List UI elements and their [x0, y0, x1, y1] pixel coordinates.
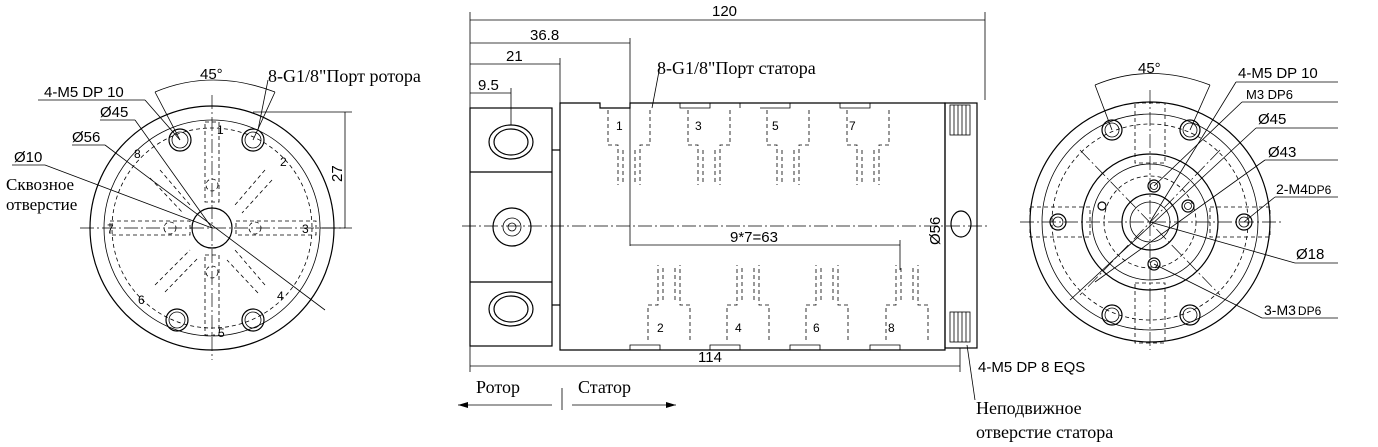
right-angle-arc — [1094, 73, 1211, 86]
stator-port-number: 8 — [888, 321, 895, 335]
right-m3-hole — [1181, 199, 1195, 213]
pitch-label: 9*7=63 — [730, 229, 778, 246]
stator-fixing-thread — [949, 104, 971, 343]
left-bolt-hole — [165, 308, 189, 332]
right-dia43-label: Ø43 — [1268, 144, 1296, 161]
stator-port-number: 5 — [772, 119, 779, 133]
right-angle-label: 45° — [1138, 60, 1161, 77]
stator-port-number: 2 — [657, 321, 664, 335]
dim-36-8-label: 36.8 — [530, 27, 559, 44]
side-view: 120 36.8 21 9.5 8-G1/8"Порт статора 9*7=… — [458, 3, 1113, 442]
dim-9-5-label: 9.5 — [478, 77, 499, 94]
stator-port-number: 1 — [616, 119, 623, 133]
right-bolt-hole-label: 4-M5 DP 10 — [1238, 65, 1318, 82]
left-bolt-hole-label: 4-M5 DP 10 — [44, 84, 124, 101]
stator-port-label: 8-G1/8"Порт статора — [657, 58, 816, 78]
left-dia10-label: Ø10 — [14, 149, 42, 166]
left-port-number: 6 — [138, 293, 145, 307]
left-port-number: 3 — [302, 222, 309, 236]
rotor-port-label: 8-G1/8"Порт ротора — [268, 66, 421, 86]
left-angle-arc — [154, 79, 276, 93]
left-angle-label: 45° — [200, 66, 223, 83]
dim-21-label: 21 — [506, 48, 523, 65]
fixing-note-line1: Неподвижное — [976, 398, 1082, 418]
right-bolt-hole — [1101, 119, 1123, 141]
right-dia18-label: Ø18 — [1296, 246, 1324, 263]
right-m3-hole — [1097, 201, 1107, 211]
stator-bottom-port-channels — [647, 265, 929, 340]
stator-label: Статор — [578, 377, 631, 397]
right-m4-holes-prefix: 2-M4 — [1276, 181, 1308, 197]
right-m3-hole — [1147, 179, 1161, 193]
left-dim-27-label: 27 — [329, 165, 346, 182]
rotor-port-hole — [488, 291, 534, 327]
right-bolt-hole — [1101, 304, 1123, 326]
right-m4-holes-label: 2-M4DP6 — [1276, 181, 1332, 197]
stator-body — [559, 102, 946, 351]
left-port-number: 5 — [218, 326, 225, 340]
rotor-label: Ротор — [476, 377, 520, 397]
stator-port-number: 4 — [735, 321, 742, 335]
left-bolt-hole — [241, 308, 265, 332]
fixing-holes-label: 4-M5 DP 8 EQS — [978, 359, 1085, 376]
rotor-port-hole — [488, 124, 534, 160]
dim-114-label: 114 — [698, 349, 722, 366]
left-port-number: 8 — [134, 147, 141, 161]
rotor-center-port — [492, 207, 532, 247]
stator-end-cap — [944, 102, 978, 349]
fixing-note-line2: отверстие статора — [976, 422, 1113, 442]
left-bolt-hole — [168, 128, 192, 152]
left-bolt-hole — [241, 128, 265, 152]
right-end-view: 45° 4-M5 DP 10 M3 DP6 Ø45 Ø43 2-M4DP6 Ø1… — [1020, 60, 1338, 350]
left-port-number: 4 — [277, 289, 284, 303]
dim-120-label: 120 — [712, 3, 737, 20]
dim-dia56-label: Ø56 — [927, 217, 944, 245]
left-port-channels — [109, 121, 317, 336]
right-m3-holes-prefix: 3-M3 — [1264, 302, 1296, 318]
right-dia45-label: Ø45 — [1258, 111, 1286, 128]
right-bolt-hole — [1179, 304, 1201, 326]
left-port-number: 2 — [280, 155, 287, 169]
left-dia56-label: Ø56 — [72, 129, 100, 146]
right-m3-holes-suffix: DP6 — [1298, 304, 1322, 318]
right-m4-hole — [1049, 213, 1067, 231]
right-m3-dp6-label: M3 DP6 — [1246, 87, 1293, 102]
left-dia45-label: Ø45 — [100, 104, 128, 121]
right-m4-hole — [1235, 213, 1253, 231]
stator-port-number: 7 — [849, 119, 856, 133]
stator-port-number: 3 — [695, 119, 702, 133]
left-port-number: 1 — [217, 123, 224, 137]
rotor-block — [469, 107, 553, 347]
left-port-number: 7 — [107, 222, 114, 236]
through-hole-label-line2: отверстие — [6, 195, 77, 214]
stator-end-hole — [950, 210, 972, 238]
stator-port-number: 6 — [813, 321, 820, 335]
right-m3-hole — [1147, 257, 1161, 271]
left-end-view: 45° 4-M5 DP 10 Ø45 Ø56 Ø10 Сквозное отве… — [6, 66, 421, 360]
stator-top-port-channels — [607, 110, 890, 185]
through-hole-label-line1: Сквозное — [6, 175, 74, 194]
right-m4-holes-suffix: DP6 — [1308, 183, 1332, 197]
right-bolt-hole — [1179, 119, 1201, 141]
